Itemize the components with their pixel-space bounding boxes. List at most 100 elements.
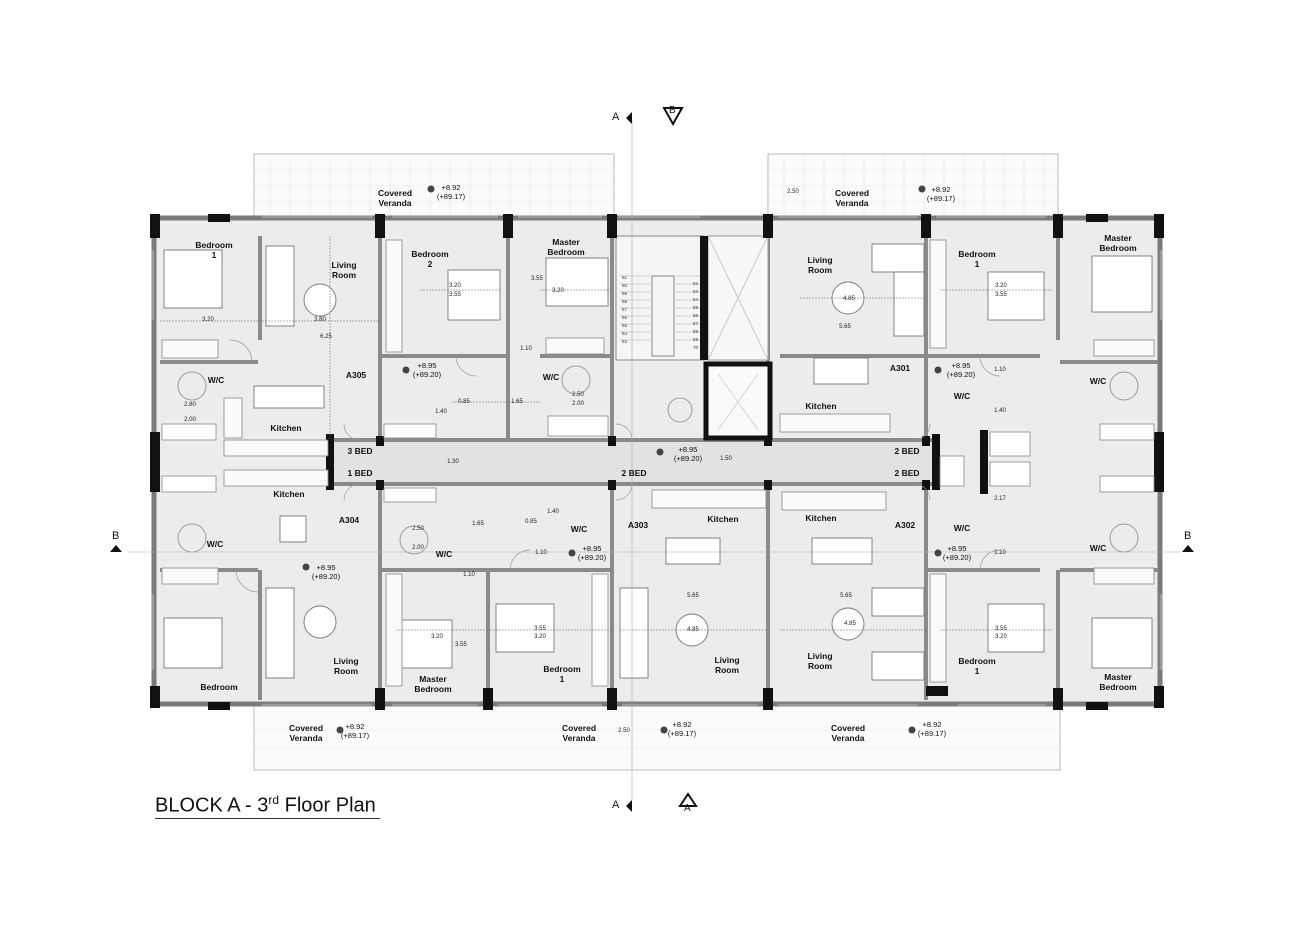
bathroom-fixtures xyxy=(161,365,1155,555)
level-a303: +8.95 (+89.20) xyxy=(577,544,607,562)
unit-type-a301: 2 BED xyxy=(894,446,920,456)
dim-a302-bed1-width: 3.20 xyxy=(995,634,1007,640)
level-corridor: +8.95 (+89.20) xyxy=(673,445,703,463)
label-a304-wc: W/C xyxy=(206,539,224,549)
sofas xyxy=(265,243,925,681)
label-a301-living-room: Living Room xyxy=(807,255,833,275)
level-veranda-top-right: +8.92 (+89.17) xyxy=(926,185,956,203)
veranda-top-left xyxy=(253,153,615,217)
dim-veranda-bottom: 2.50 xyxy=(618,728,630,734)
section-lines xyxy=(128,120,1180,800)
section-mark-a-bottom-circle: A xyxy=(684,803,691,814)
label-a302-wc-2: W/C xyxy=(1089,543,1107,553)
label-veranda-top-right: Covered Veranda xyxy=(834,188,870,208)
label-a305-master-bedroom: Master Bedroom xyxy=(547,237,585,257)
dim-a301-bed1-width: 3.20 xyxy=(995,283,1007,289)
wardrobes xyxy=(161,239,1155,687)
dim-a302-bed1-depth: 3.55 xyxy=(995,626,1007,632)
windows xyxy=(151,215,1163,707)
label-a302-wc-1: W/C xyxy=(953,523,971,533)
dining-tables xyxy=(253,357,873,565)
dim-a305-living-depth: 6.25 xyxy=(320,334,332,340)
dim-a303-passage-2: 1.10 xyxy=(463,572,475,578)
section-arrows xyxy=(110,107,1194,812)
label-a302-living-room: Living Room xyxy=(807,651,833,671)
drawing-title-rest: Floor Plan xyxy=(279,794,376,817)
dim-a303-living-depth: 5.65 xyxy=(687,593,699,599)
dim-a303-bed1-depth: 3.55 xyxy=(534,626,546,632)
dim-a305-master-depth: 3.55 xyxy=(531,276,543,282)
label-a303-bedroom-1: Bedroom 1 xyxy=(543,664,581,684)
dim-a302-shaft: 2.17 xyxy=(994,496,1006,502)
dim-a302-passage: 1.10 xyxy=(994,550,1006,556)
dim-a304-bath-length: 2.50 xyxy=(412,526,424,532)
dim-a303-master-depth: 3.55 xyxy=(455,642,467,648)
stair-treads xyxy=(620,275,704,341)
dim-a303-bed1-width: 3.20 xyxy=(534,634,546,640)
veranda-top-right xyxy=(767,153,1059,217)
dim-a305-master-width: 3.20 xyxy=(552,288,564,294)
dim-a305-passage: 1.10 xyxy=(520,346,532,352)
level-veranda-bottom-center: +8.92 (+89.17) xyxy=(667,720,697,738)
label-a305-bedroom-2: Bedroom 2 xyxy=(411,249,449,269)
dim-a305-wc-length: 2.80 xyxy=(184,402,196,408)
dimension-lines xyxy=(160,236,1052,631)
dim-a303-living-width: 4.85 xyxy=(687,627,699,633)
dim-a302-living-width: 4.85 xyxy=(844,621,856,627)
dim-a305-living-width: 3.80 xyxy=(314,317,326,323)
dim-a305-shaft-depth: 0.85 xyxy=(458,399,470,405)
dim-a301-living-width: 4.85 xyxy=(843,296,855,302)
unit-type-a304: 1 BED xyxy=(347,468,373,478)
dim-a305-bed2-depth: 3.55 xyxy=(449,292,461,298)
drawing-title-sup: rd xyxy=(268,793,280,807)
label-a304-living-room: Living Room xyxy=(333,656,359,676)
dim-a305-wc-width: 2.00 xyxy=(184,417,196,423)
dim-veranda-top-right: 2.50 xyxy=(787,189,799,195)
label-veranda-bottom-right: Covered Veranda xyxy=(830,723,866,743)
level-a305: +8.95 (+89.20) xyxy=(412,361,442,379)
unit-id-a301: A301 xyxy=(889,363,911,373)
dim-corridor-left: 1.30 xyxy=(447,459,459,465)
level-veranda-top-left: +8.92 (+89.17) xyxy=(436,183,466,201)
unit-id-a302: A302 xyxy=(894,520,916,530)
level-markers xyxy=(302,185,942,734)
central-corridor xyxy=(330,440,936,484)
label-a303-wc-1: W/C xyxy=(435,549,453,559)
dim-a305-bath-width: 1.65 xyxy=(511,399,523,405)
label-veranda-bottom-left: Covered Veranda xyxy=(288,723,324,743)
section-mark-b-right: B xyxy=(1184,530,1192,542)
label-a301-master-bedroom: Master Bedroom xyxy=(1099,233,1137,253)
core xyxy=(615,235,773,441)
dim-a305-bath2-length: 2.50 xyxy=(572,392,584,398)
label-a302-kitchen: Kitchen xyxy=(805,513,837,523)
label-a303-master-bedroom: Master Bedroom xyxy=(414,674,452,694)
label-veranda-bottom-center: Covered Veranda xyxy=(561,723,597,743)
unit-type-a302: 2 BED xyxy=(894,468,920,478)
level-veranda-bottom-left: +8.92 (+89.17) xyxy=(340,722,370,740)
label-a304-bedroom: Bedroom xyxy=(200,682,238,692)
dim-a305-bed2-width: 3.20 xyxy=(449,283,461,289)
label-a302-master-bedroom: Master Bedroom xyxy=(1099,672,1137,692)
beds xyxy=(163,249,1153,669)
dim-corridor-right: 1.50 xyxy=(720,456,732,462)
dim-a305-bath2-width: 2.00 xyxy=(572,401,584,407)
dim-a301-living-depth: 5.65 xyxy=(839,324,851,330)
veranda-tile-grid xyxy=(254,154,1060,749)
label-a301-kitchen: Kitchen xyxy=(805,401,837,411)
dim-a305-bedroom1-width: 3.20 xyxy=(202,317,214,323)
label-a305-wc-2: W/C xyxy=(542,372,560,382)
unit-id-a305: A305 xyxy=(345,370,367,380)
label-veranda-top-left: Covered Veranda xyxy=(377,188,413,208)
label-a301-wc-1: W/C xyxy=(953,391,971,401)
label-a302-bedroom-1: Bedroom 1 xyxy=(958,656,996,676)
level-a304: +8.95 (+89.20) xyxy=(311,563,341,581)
label-a301-wc-2: W/C xyxy=(1089,376,1107,386)
drawing-title: BLOCK A - 3rd Floor Plan xyxy=(155,793,380,819)
dim-a301-passage: 1.10 xyxy=(994,367,1006,373)
stair-core xyxy=(615,235,705,361)
label-a301-bedroom-1: Bedroom 1 xyxy=(958,249,996,269)
unit-id-a303: A303 xyxy=(627,520,649,530)
section-mark-b-left: B xyxy=(112,530,120,542)
label-a305-bedroom-1: Bedroom 1 xyxy=(195,240,233,260)
